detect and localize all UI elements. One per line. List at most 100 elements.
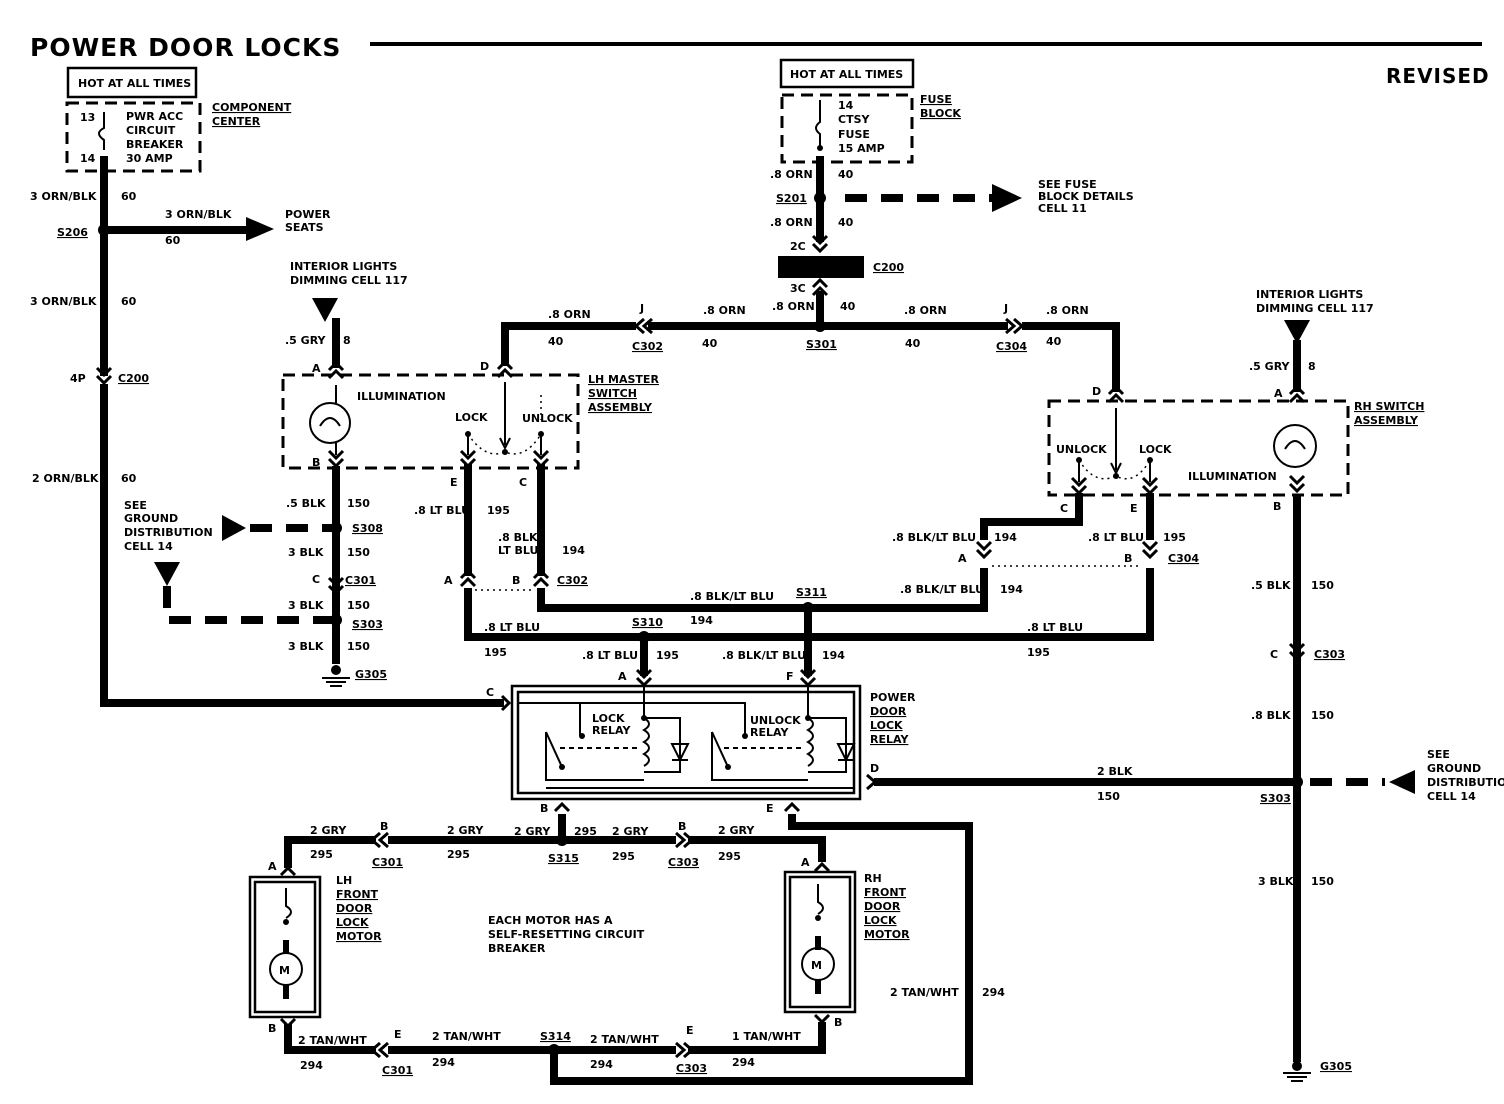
wire-tanwht-relay <box>550 814 973 1085</box>
power-seats-label: POWER <box>285 208 331 221</box>
connector-label: C303 <box>676 1062 707 1075</box>
rh-unlock-label: UNLOCK <box>1056 443 1107 456</box>
circuit-label: 150 <box>347 546 370 559</box>
wire-label: 2 GRY <box>612 825 649 838</box>
c304-pin-a <box>975 540 993 559</box>
svg-text:HOT AT ALL TIMES: HOT AT ALL TIMES <box>78 77 191 90</box>
pin-label: B <box>312 456 320 469</box>
circuit-label: 40 <box>840 300 856 313</box>
circuit-label: 150 <box>1311 875 1334 888</box>
lh-master-switch-box <box>281 373 580 470</box>
circuit-label: 40 <box>1046 335 1062 348</box>
wire-blkltblu-bus <box>537 568 988 612</box>
wire-label: 2 BLK <box>1097 765 1133 778</box>
circuit-label: 294 <box>432 1056 455 1069</box>
connector-label: C303 <box>1314 648 1345 661</box>
wire-label: .8 ORN <box>772 300 815 313</box>
wire-label: 3 BLK <box>288 546 324 559</box>
rh-motor-label-3: DOOR <box>864 900 901 913</box>
pin-label: B <box>834 1016 842 1029</box>
wire-tanwht-rh <box>688 1022 826 1054</box>
wire-label: .8 LT BLU <box>1088 531 1144 544</box>
pin-label: B <box>1124 552 1132 565</box>
wire-label: 3 BLK <box>288 640 324 653</box>
connector-c304-j <box>1005 317 1017 335</box>
relay-pin-d <box>866 773 878 791</box>
see-ground-right: SEE <box>1427 748 1450 761</box>
pin-label: E <box>450 476 458 489</box>
wire-label: 2 GRY <box>447 824 484 837</box>
svg-text:14: 14 <box>838 99 854 112</box>
circuit-label: 40 <box>838 216 854 229</box>
circuit-label: 150 <box>347 497 370 510</box>
ground-label: G305 <box>1320 1060 1352 1073</box>
circuit-label: 295 <box>310 848 333 861</box>
wire-label: .8 LT BLU <box>1027 621 1083 634</box>
circuit-label: 8 <box>1308 360 1316 373</box>
pin-label: 2C <box>790 240 806 253</box>
circuit-label: 8 <box>343 334 351 347</box>
see-ground-right-4: CELL 14 <box>1427 790 1476 803</box>
wire-label: .8 BLK/LT BLU <box>690 590 774 603</box>
circuit-label: 60 <box>121 190 137 203</box>
svg-text:RELAY: RELAY <box>592 724 631 737</box>
pin-label: E <box>766 802 774 815</box>
wire-label: 3 BLK <box>1258 875 1294 888</box>
hot-at-all-times-left: HOT AT ALL TIMES <box>66 66 198 99</box>
lh-motor-m: M <box>279 964 290 977</box>
wire-label: .8 BLK <box>1251 709 1291 722</box>
pin-label: A <box>444 574 453 587</box>
circuit-label: 294 <box>300 1059 323 1072</box>
rh-motor-pin-b <box>813 1013 831 1024</box>
lh-lock-label: LOCK <box>455 411 488 424</box>
pin-label: C <box>1060 502 1068 515</box>
circuit-label: 195 <box>656 649 679 662</box>
circuit-label: 195 <box>1027 646 1050 659</box>
circuit-label: 150 <box>347 640 370 653</box>
circuit-label: 294 <box>590 1058 613 1071</box>
wire-label: 3 ORN/BLK <box>30 295 97 308</box>
pin-label: A <box>268 860 277 873</box>
circuit-label: 195 <box>484 646 507 659</box>
unlock-relay: UNLOCK RELAY <box>711 684 856 781</box>
wire-label: .8 BLK/LT BLU <box>900 583 984 596</box>
rh-lock-label: LOCK <box>1139 443 1172 456</box>
connector-c301-b <box>377 831 389 849</box>
circuit-label: 150 <box>1311 709 1334 722</box>
svg-text:CIRCUIT: CIRCUIT <box>126 124 176 137</box>
connector-c200-block <box>778 256 864 278</box>
lh-motor-label-3: DOOR <box>336 902 373 915</box>
ground-triangle-left <box>154 562 180 586</box>
diagram-title: POWER DOOR LOCKS <box>30 33 341 62</box>
rh-motor-m: M <box>811 959 822 972</box>
see-ground-right-2: GROUND <box>1427 762 1481 775</box>
lh-master-label-3: ASSEMBLY <box>588 401 653 414</box>
pin-label: C <box>1270 648 1278 661</box>
see-fuse-arrow <box>992 184 1022 212</box>
circuit-label: 195 <box>1163 531 1186 544</box>
see-ground-left-2: GROUND <box>124 512 178 525</box>
rh-motor-pin-a <box>813 862 831 873</box>
interior-lights-right: INTERIOR LIGHTS <box>1256 288 1363 301</box>
circuit-label: 194 <box>822 649 845 662</box>
illumination-rh-label: ILLUMINATION <box>1188 470 1277 483</box>
see-ground-left-4: CELL 14 <box>124 540 173 553</box>
interior-lights-arrow-right <box>1284 320 1310 344</box>
circuit-label: 194 <box>1000 583 1023 596</box>
power-door-lock-relay <box>510 684 862 801</box>
svg-text:LOCK: LOCK <box>592 712 625 725</box>
wire-label-2: LT BLU <box>498 544 538 557</box>
c304-pin-b <box>1141 540 1159 559</box>
see-ground-left-3: DISTRIBUTION <box>124 526 213 539</box>
ground-g305-lh <box>322 665 350 687</box>
ground-arrow-right <box>1389 770 1415 794</box>
wire-label: .8 BLK/LT BLU <box>722 649 806 662</box>
circuit-label: 40 <box>548 335 564 348</box>
svg-text:HOT AT ALL TIMES: HOT AT ALL TIMES <box>790 68 903 81</box>
see-ground-right-3: DISTRIBUTION <box>1427 776 1504 789</box>
splice-s201 <box>814 192 826 204</box>
pin-label: B <box>540 802 548 815</box>
circuit-label: 294 <box>982 986 1005 999</box>
circuit-label: 294 <box>732 1056 755 1069</box>
lh-illumination-lamp <box>309 402 351 444</box>
